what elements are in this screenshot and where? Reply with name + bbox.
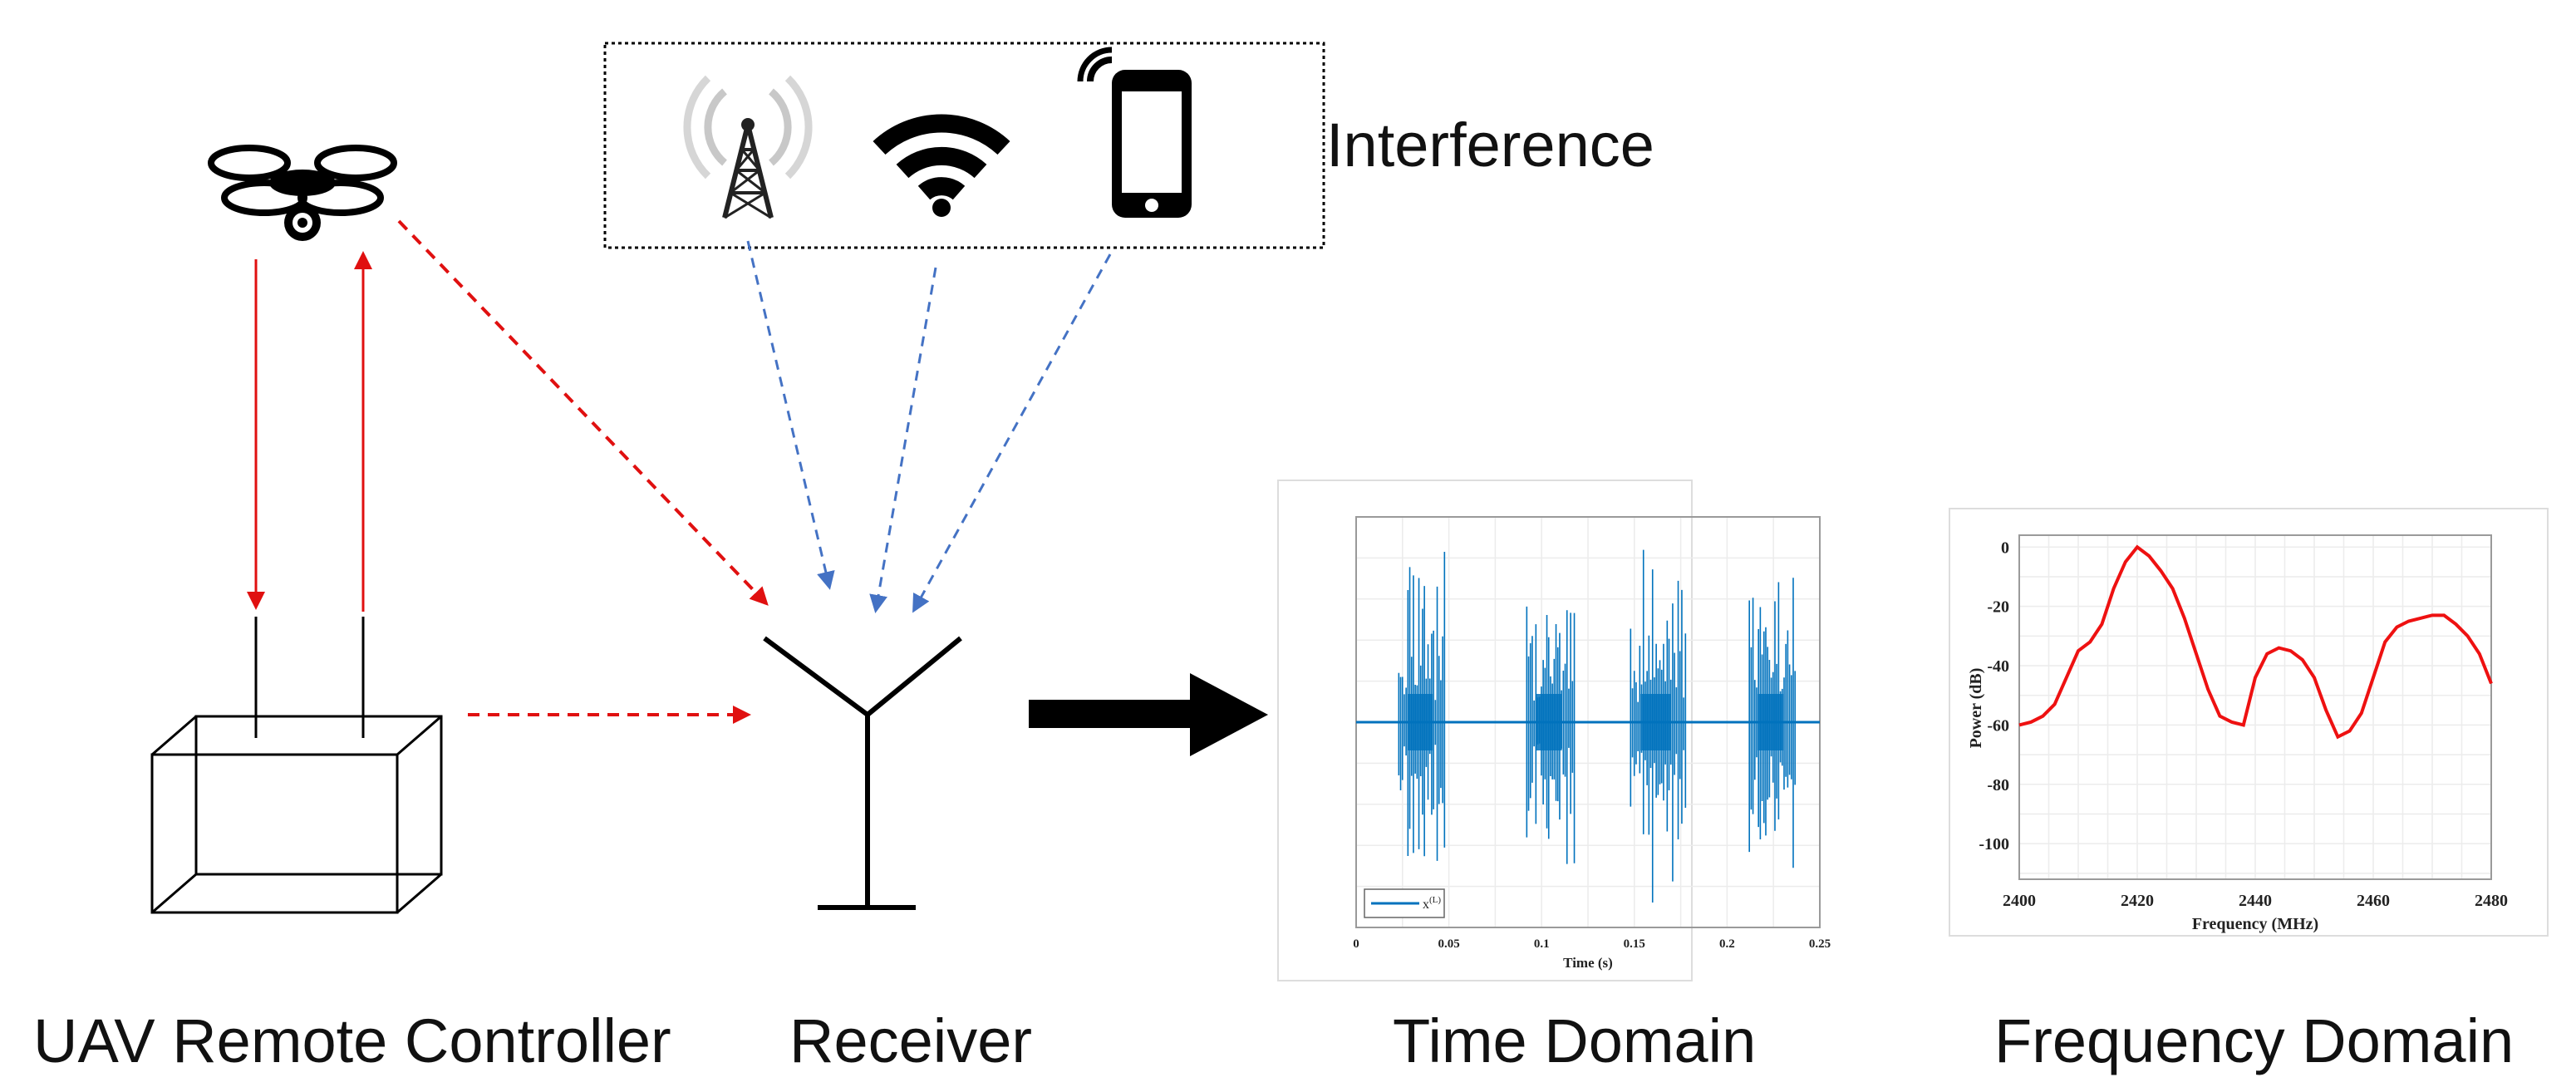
freq-x-tick-label: 2440 bbox=[2239, 892, 2272, 910]
remote-controller-box bbox=[150, 617, 443, 914]
caption-uav-remote-controller: UAV Remote Controller bbox=[33, 1006, 671, 1075]
freq-grid bbox=[2018, 535, 2492, 879]
phone-interference-arrow bbox=[912, 253, 1112, 613]
processing-arrow bbox=[1029, 673, 1268, 756]
interference-box bbox=[603, 42, 1325, 249]
time-signal-bursts bbox=[1398, 549, 1796, 903]
time-burst-3 bbox=[1630, 549, 1687, 903]
drone-icon bbox=[208, 129, 397, 258]
caption-frequency-domain: Frequency Domain bbox=[1994, 1006, 2515, 1075]
time-x-tick-label: 0.15 bbox=[1624, 937, 1645, 951]
caption-receiver: Receiver bbox=[789, 1006, 1032, 1075]
time-x-tick-label: 0.25 bbox=[1809, 937, 1831, 951]
time-x-ticks: 0 0.05 0.1 0.15 0.2 0.25 bbox=[1353, 937, 1831, 951]
freq-y-tick-label: -40 bbox=[1987, 657, 2009, 676]
wifi-interference-arrow bbox=[869, 267, 937, 613]
smartphone-icon bbox=[1077, 47, 1192, 218]
time-x-tick-label: 0.05 bbox=[1438, 937, 1459, 951]
freq-ylabel: Power (dB) bbox=[1967, 668, 1985, 749]
uav-to-receiver-arrow bbox=[397, 219, 769, 606]
caption-time-domain: Time Domain bbox=[1393, 1006, 1757, 1075]
freq-y-ticks: 0 -20 -40 -60 -80 -100 bbox=[1979, 539, 2009, 853]
freq-y-tick-label: -100 bbox=[1979, 835, 2009, 853]
freq-spectrum-line bbox=[2018, 544, 2493, 740]
freq-x-ticks: 2400 2420 2440 2460 2480 bbox=[2003, 892, 2508, 910]
interference-label: Interference bbox=[1326, 111, 1654, 180]
freq-x-tick-label: 2420 bbox=[2121, 892, 2154, 910]
time-xlabel: Time (s) bbox=[1563, 955, 1613, 971]
freq-y-tick-label: -80 bbox=[1987, 776, 2009, 794]
receiver-antenna-icon bbox=[763, 636, 962, 910]
time-x-tick-label: 0.2 bbox=[1719, 937, 1735, 951]
time-burst-1 bbox=[1398, 552, 1446, 861]
time-x-tick-label: 0 bbox=[1353, 937, 1359, 951]
frequency-domain-plot: 2400 2420 2440 2460 2480 0 -20 -40 -60 -80 -100 F… bbox=[1949, 508, 2549, 937]
freq-y-tick-label: -60 bbox=[1987, 716, 2009, 735]
freq-y-tick-label: 0 bbox=[2001, 539, 2009, 557]
freq-x-tick-label: 2480 bbox=[2475, 892, 2508, 910]
time-x-tick-label: 0.1 bbox=[1534, 937, 1550, 951]
freq-x-tick-label: 2460 bbox=[2357, 892, 2390, 910]
freq-y-tick-label: -20 bbox=[1987, 598, 2009, 617]
freq-plot-area bbox=[2018, 534, 2492, 880]
time-burst-2 bbox=[1526, 606, 1576, 864]
tower-interference-arrow bbox=[746, 240, 835, 590]
freq-x-tick-label: 2400 bbox=[2003, 892, 2036, 910]
freq-xlabel: Frequency (MHz) bbox=[2192, 915, 2318, 933]
time-burst-4 bbox=[1748, 578, 1796, 868]
wifi-icon bbox=[873, 114, 1010, 217]
cell-tower-icon bbox=[683, 75, 813, 219]
